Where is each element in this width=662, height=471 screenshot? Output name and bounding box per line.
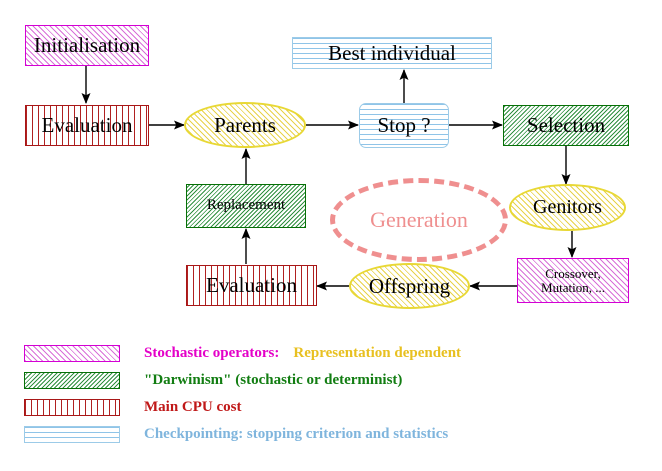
node-stop[interactable]: Stop ? — [359, 103, 449, 148]
node-best-individual-label: Best individual — [328, 40, 456, 65]
legend-swatch-magenta-diagonal — [24, 344, 120, 362]
node-evaluation-top[interactable]: Evaluation — [25, 105, 149, 146]
node-stop-label: Stop ? — [377, 113, 431, 138]
node-replacement[interactable]: Replacement — [186, 184, 306, 228]
node-replacement-label: Replacement — [206, 197, 286, 214]
legend-label-main-cpu-cost: Main CPU cost — [144, 398, 242, 415]
node-crossover-line1: Crossover, — [545, 265, 601, 281]
legend-label-darwinism: "Darwinism" (stochastic or determinist) — [144, 371, 403, 388]
legend-label-stochastic-operators: Stochastic operators: — [144, 344, 280, 361]
legend-row-main-cpu-cost: Main CPU cost — [24, 396, 242, 418]
legend-swatch-green-diagonal — [24, 371, 120, 389]
node-evaluation-top-label: Evaluation — [41, 113, 133, 138]
node-parents-label: Parents — [214, 112, 276, 137]
node-parents[interactable]: Parents — [184, 102, 306, 148]
node-offspring[interactable]: Offspring — [349, 263, 470, 309]
legend-row-darwinism: "Darwinism" (stochastic or determinist) — [24, 369, 402, 391]
legend-label-checkpointing: Checkpointing: stopping criterion and st… — [144, 425, 449, 442]
node-genitors-label: Genitors — [533, 196, 602, 218]
legend: Stochastic operators: Representation dep… — [0, 336, 662, 471]
node-selection[interactable]: Selection — [503, 105, 629, 146]
node-best-individual[interactable]: Best individual — [292, 37, 492, 69]
node-evaluation-bottom-label: Evaluation — [206, 273, 297, 298]
node-crossover-line2: Mutation, ... — [541, 279, 605, 295]
legend-swatch-red-vertical — [24, 398, 120, 416]
node-evaluation-bottom[interactable]: Evaluation — [186, 265, 317, 306]
legend-row-checkpointing: Checkpointing: stopping criterion and st… — [24, 423, 448, 445]
node-selection-label: Selection — [526, 113, 606, 138]
node-genitors[interactable]: Genitors — [509, 184, 626, 231]
node-offspring-label: Offspring — [368, 273, 451, 298]
legend-swatch-blue-horizontal — [24, 425, 120, 443]
node-generation-group: Generation — [330, 178, 508, 262]
node-generation-label: Generation — [370, 207, 468, 232]
legend-row-stochastic-operators: Stochastic operators: Representation dep… — [24, 342, 461, 364]
node-crossover-mutation[interactable]: Crossover, Mutation, ... — [517, 258, 629, 303]
node-initialisation-label: Initialisation — [33, 33, 141, 58]
legend-label-representation-dependent: Representation dependent — [293, 344, 462, 361]
node-initialisation[interactable]: Initialisation — [25, 25, 149, 66]
